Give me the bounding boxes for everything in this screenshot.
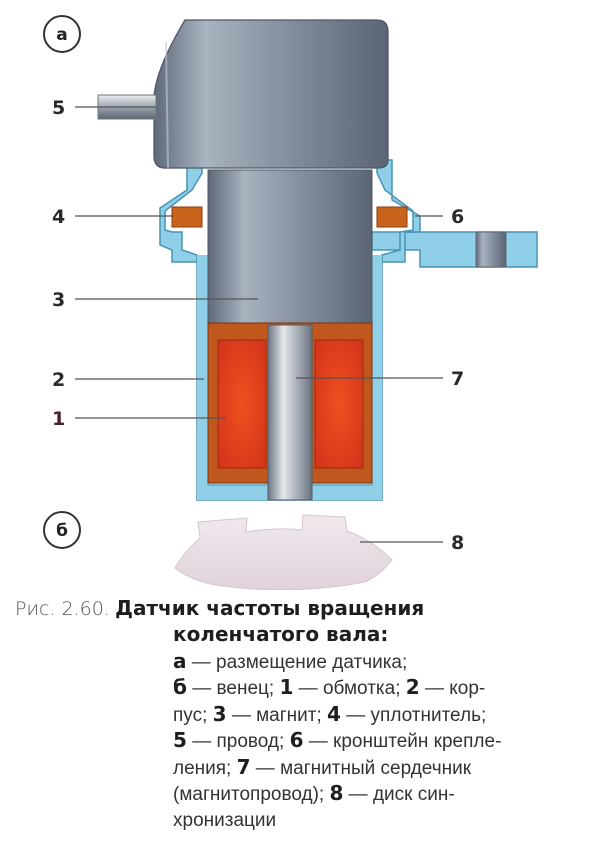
sync-disc — [174, 514, 393, 590]
caption-item-marker: 1 — [279, 675, 294, 699]
callout-1: 1 — [52, 408, 65, 430]
caption-line: 5 — провод; 6 — кронштейн крепле- — [173, 728, 502, 752]
caption-item-marker: 6 — [289, 728, 304, 752]
svg-text:а: а — [56, 25, 67, 45]
caption-line: ления; 7 — магнитный сердечник — [173, 754, 472, 779]
sensor-diagram: 5 4 3 2 1 6 7 8 а б — [43, 15, 538, 590]
callout-6: 6 — [451, 206, 464, 228]
caption-line: (магнитопровод); 8 — диск син- — [173, 781, 455, 805]
caption-heading: Рис. 2.60. Датчик частоты вращения — [15, 596, 590, 622]
caption-line: пус; 3 — магнит; 4 — уплотнитель; — [173, 701, 487, 726]
callout-4: 4 — [52, 206, 65, 228]
caption-item-marker: а — [173, 648, 187, 673]
caption-item-marker: 5 — [173, 728, 187, 752]
caption-title-line2: коленчатого вала: — [173, 622, 389, 646]
sensor-head — [153, 19, 389, 169]
seal-ring — [171, 206, 408, 228]
caption-line: б — венец; 1 — обмотка; 2 — кор- — [173, 675, 486, 699]
caption-title-line2-row: коленчатого вала: — [15, 622, 590, 649]
figure-caption: Рис. 2.60. Датчик частоты вращения колен… — [15, 596, 590, 833]
figure-number: Рис. 2.60. — [15, 598, 110, 620]
caption-line: а — размещение датчика; — [173, 648, 408, 673]
caption-item-marker: 8 — [329, 781, 344, 805]
caption-item-marker: 3 — [212, 701, 227, 726]
caption-line: хронизации — [173, 809, 277, 831]
magnetic-core — [267, 324, 313, 501]
callout-2: 2 — [52, 369, 65, 391]
panel-label-a: а — [43, 15, 81, 53]
svg-text:б: б — [56, 521, 68, 541]
callout-3: 3 — [52, 289, 65, 311]
panel-label-b: б — [43, 511, 81, 549]
callout-5: 5 — [52, 97, 65, 119]
caption-title-line1: Датчик частоты вращения — [115, 596, 425, 620]
caption-item-marker: б — [173, 675, 187, 699]
caption-item-marker: 7 — [236, 754, 251, 779]
callout-8: 8 — [451, 532, 464, 554]
caption-item-marker: 2 — [405, 675, 420, 699]
callout-7: 7 — [451, 368, 464, 390]
caption-item-marker: 4 — [327, 701, 341, 726]
magnet — [207, 169, 373, 328]
